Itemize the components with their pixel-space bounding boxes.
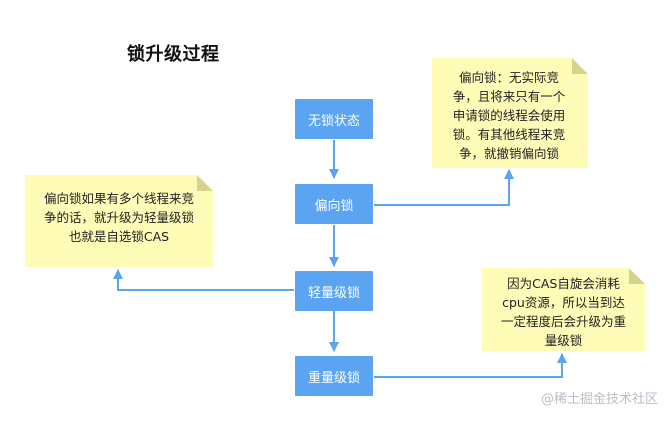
arrow-heavyweight-to-note	[374, 353, 567, 378]
note-heavyweight-lock: 因为CAS自旋会消耗 cpu资源，所以当到达 一定程度后会升级为重 量级锁	[482, 268, 645, 351]
diagram-title: 锁升级过程	[127, 44, 220, 65]
state-biased-lock-label: 偏向锁	[314, 198, 354, 214]
watermark: @稀土掘金技术社区	[540, 392, 658, 407]
note-lightweight-lock: 偏向锁如果有多个线程来竞 争的话，就升级为轻量级锁 也就是自选锁CAS	[25, 175, 213, 267]
arrow-lightweight-to-note	[113, 269, 294, 291]
state-biased-lock: 偏向锁	[295, 184, 373, 224]
arrow-biased-to-note	[374, 169, 514, 206]
note-lightweight-lock-text: 偏向锁如果有多个线程来竞 争的话，就升级为轻量级锁 也就是自选锁CAS	[43, 191, 194, 244]
state-lightweight-lock: 轻量级锁	[295, 271, 373, 311]
state-heavyweight-lock: 重量级锁	[295, 356, 373, 396]
note-heavyweight-lock-text: 因为CAS自旋会消耗 cpu资源，所以当到达 一定程度后会升级为重 量级锁	[500, 276, 626, 348]
state-lightweight-lock-label: 轻量级锁	[307, 285, 360, 301]
state-heavyweight-lock-label: 重量级锁	[307, 370, 360, 386]
note-biased-lock-text: 偏向锁：无实际竞 争，且将来只有一个 申请锁的线程会使用 锁。有其他线程来竞 争…	[452, 70, 566, 161]
note-biased-lock: 偏向锁：无实际竞 争，且将来只有一个 申请锁的线程会使用 锁。有其他线程来竞 争…	[432, 58, 588, 168]
state-no-lock-label: 无锁状态	[307, 113, 360, 129]
state-no-lock: 无锁状态	[295, 99, 373, 139]
